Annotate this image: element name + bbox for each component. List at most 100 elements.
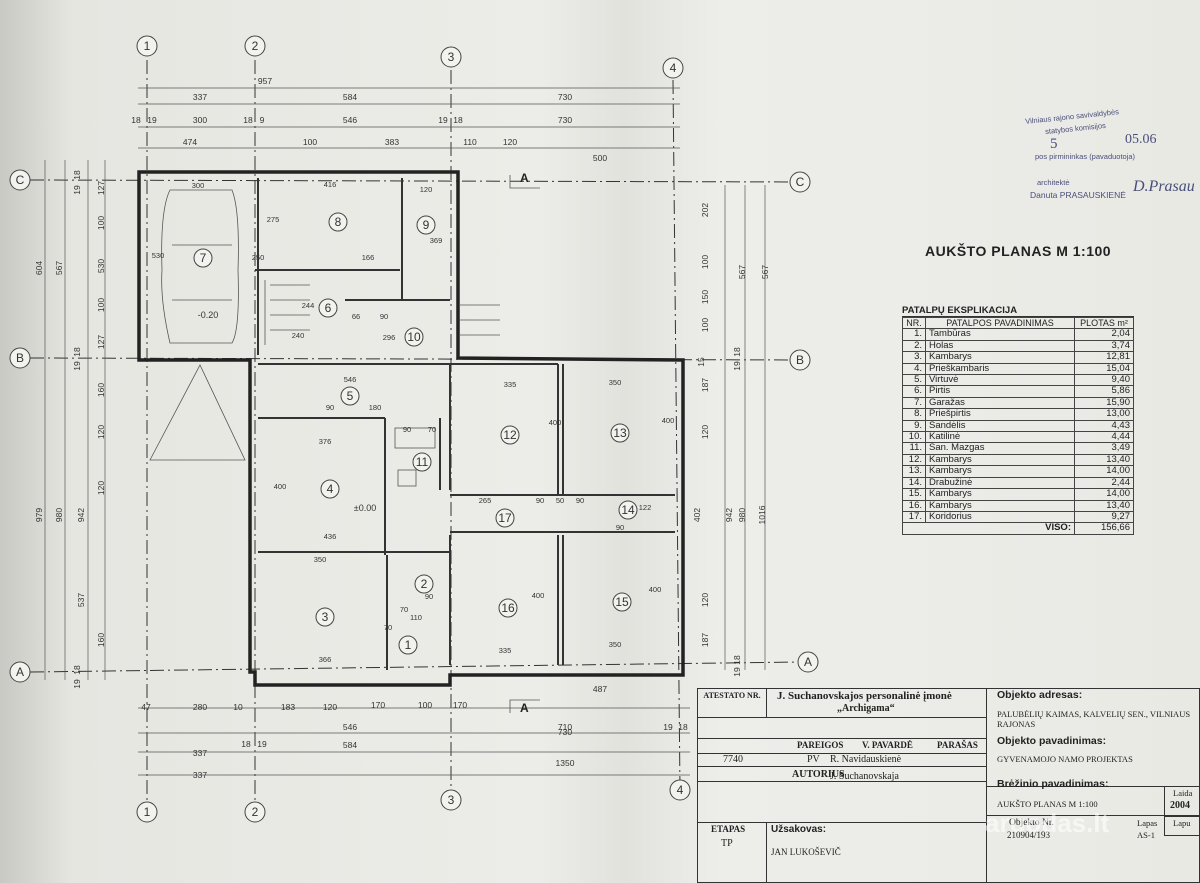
uzsak-value: JAN LUKOŠEVIČ (771, 847, 841, 857)
dim-label: 15 (696, 357, 706, 367)
axis-bubble (440, 46, 462, 68)
dim-label: 100 (96, 216, 106, 230)
dim-label: 567 (737, 265, 747, 279)
dim-label: 127 (96, 335, 106, 349)
room-dimension: 90 (403, 425, 411, 434)
row-area: 5,86 (1074, 385, 1134, 398)
dim-label: 170 (453, 700, 467, 710)
room-number-bubble (328, 212, 348, 232)
axis-label: B (16, 351, 24, 365)
lapas-label: Lapas (1137, 818, 1158, 828)
room-number: 10 (407, 330, 421, 344)
room-dimension: 122 (639, 503, 652, 512)
room-dimension: 244 (302, 301, 315, 310)
dim-label: 980 (54, 508, 64, 522)
dim-label: 383 (385, 137, 399, 147)
etapas-label: ETAPAS (711, 824, 746, 834)
room-dimension: 335 (504, 380, 517, 389)
dim-label: 170 (371, 700, 385, 710)
dim-label: 187 (700, 633, 710, 647)
room-dimension: 110 (410, 613, 422, 622)
col-nr: NR. (902, 316, 926, 330)
dim-label: 19 (72, 679, 82, 689)
row-nr: 4. (902, 362, 926, 376)
axis-label: 1 (144, 805, 151, 819)
dim-label: 280 (193, 702, 207, 712)
row-name: Sandėlis (925, 419, 1075, 433)
dim-label: 100 (700, 255, 710, 269)
room-dimension: 70 (428, 425, 436, 434)
addr-value: PALUBĖLIŲ KAIMAS, KALVELIŲ SEN., VILNIAU… (997, 709, 1191, 729)
obj-value: GYVENAMOJO NAMO PROJEKTAS (997, 754, 1133, 764)
row-nr: 5. (902, 374, 926, 387)
dim-label: 18 (732, 347, 742, 357)
row-name: Kambarys (925, 488, 1075, 501)
dim-label: 487 (593, 684, 607, 694)
room-dimension: 416 (324, 180, 337, 189)
dim-label: 300 (193, 115, 207, 125)
axis-bubble (789, 171, 811, 193)
axis-bubble (136, 35, 158, 57)
dim-label: 18 (241, 739, 251, 749)
room-dimension: 50 (556, 496, 564, 505)
explication-table: NR. PATALPOS PAVADINIMAS PLOTAS m² 1.Tam… (902, 316, 1134, 535)
row-nr: 14. (902, 476, 926, 490)
axis-label: B (796, 353, 804, 367)
room-number: 15 (615, 595, 629, 609)
row-area: 4,44 (1074, 431, 1134, 444)
axis-bubble (440, 789, 462, 811)
axis-label: C (16, 173, 25, 187)
room-dimension: 90 (616, 523, 624, 532)
col-pavarde: V. PAVARDĖ (862, 740, 913, 750)
row-name: Kambarys (925, 453, 1075, 467)
room-number: 4 (327, 482, 334, 496)
brez-label: Brėžinio pavadinimas: (997, 778, 1109, 790)
axis-bubble (797, 651, 819, 673)
dim-label: 18 (72, 665, 82, 675)
dim-label: 1016 (757, 505, 767, 524)
dim-label: 18 (678, 722, 688, 732)
dim-label: 100 (700, 318, 710, 332)
row-nr: 11. (902, 442, 926, 455)
dim-label: 100 (96, 298, 106, 312)
room-dimension: 275 (267, 215, 280, 224)
dim-label: 474 (183, 137, 197, 147)
stamp-role: architektė (1037, 178, 1070, 187)
row-area: 14,00 (1074, 465, 1134, 478)
year: 2004 (1170, 800, 1190, 811)
col-area: PLOTAS m² (1074, 316, 1134, 330)
col-parasas: PARAŠAS (937, 740, 978, 750)
row-area: 3,74 (1074, 339, 1134, 353)
stamp-signature: D.Prasau (1133, 178, 1195, 195)
dim-label: 730 (558, 727, 572, 737)
axis-bubble (9, 661, 31, 683)
axis-bubble (244, 801, 266, 823)
dim-label: 19 (72, 185, 82, 195)
axis-label: 3 (448, 50, 455, 64)
row-name: Kambarys (925, 499, 1075, 512)
row-nr: 2. (902, 339, 926, 353)
dim-label: 584 (343, 92, 357, 102)
dim-label: 100 (418, 700, 432, 710)
r1-role: PV (807, 754, 820, 765)
row-name: Pirtis (925, 385, 1075, 398)
dim-label: 183 (281, 702, 295, 712)
addr-label: Objekto adresas: (997, 689, 1083, 701)
axis-bubble (9, 169, 31, 191)
room-dimension: 400 (662, 416, 675, 425)
dim-label: 18 (243, 115, 253, 125)
row-nr: 16. (902, 499, 926, 512)
dim-label: 47 (141, 702, 151, 712)
title-block: ATESTATO NR. J. Suchanovskajos personali… (697, 688, 1200, 883)
room-number-bubble (416, 215, 436, 235)
dim-label: 500 (593, 153, 607, 163)
col-name: PATALPOS PAVADINIMAS (925, 316, 1075, 330)
row-nr: 12. (902, 453, 926, 467)
